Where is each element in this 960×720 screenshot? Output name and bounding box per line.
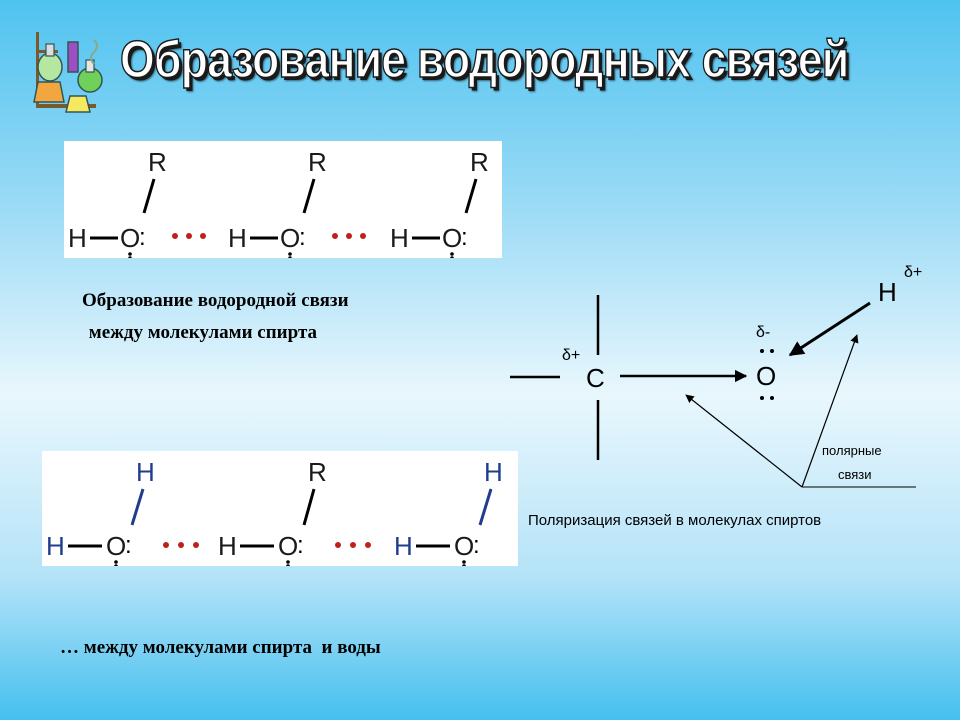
water-bond-3 [478,488,493,526]
r-bond-2 [302,178,316,214]
water-h-top-1: H [136,457,155,487]
molecule-3: R H O : [390,147,489,258]
hbond-dots-2 [332,233,366,239]
polar-label-line1: полярные [822,443,882,458]
chemistry-flasks-icon [33,32,103,113]
oxygen-lone-pair-top-b [770,349,774,353]
water-h-top-3: H [484,457,503,487]
lone-pair-bottom-w2b [286,564,290,566]
lone-pair-2: : [299,224,306,251]
hbond-dot [186,233,192,239]
oxygen-1: O [120,223,140,253]
lone-pair-bottom-1b [128,256,132,258]
hbond-dot [172,233,178,239]
hydrogen-w2: H [218,531,237,561]
hydrogen-charge: δ+ [904,264,922,281]
lone-pair-w1: : [125,532,132,559]
carbon-atom: C [586,363,605,393]
polarization-diagram: δ+ C δ- O H δ+ полярные связи [510,264,922,488]
lone-pair-bottom-3a [450,252,454,256]
hbond-dots-w2 [335,542,371,548]
hydrogen-atom: H [878,277,897,307]
hbond-dot [346,233,352,239]
molecule-2: R H O : [228,147,327,258]
oxygen-lone-pair-top-a [760,349,764,353]
hydrogen-2: H [228,223,247,253]
water-molecule-1: H H O : [46,457,155,566]
r-bond-1 [142,178,156,214]
hbond-dots-1 [172,233,206,239]
lone-pair-w3: : [473,532,480,559]
lone-pair-bottom-w1b [114,564,118,566]
lone-pair-w2: : [297,532,304,559]
h-o-arrow [788,301,871,357]
r-group-1: R [148,147,167,177]
polar-arrow-to-co [685,394,803,488]
polar-label-line2: связи [838,467,872,482]
alcohol-chain-caption-line1: Образование водородной связи [82,290,349,311]
lone-pair-bottom-3b [450,256,454,258]
alcohol-chain-caption-line2: между молекулами спирта [84,322,318,343]
r-group-3: R [470,147,489,177]
hbond-dot [350,542,356,548]
oxygen-lone-pair-bottom-b [770,396,774,400]
hydrogen-3: H [390,223,409,253]
lone-pair-bottom-w1a [114,560,118,564]
polar-arrow-to-oh [801,334,859,488]
r-bond-w2 [302,488,316,526]
alcohol-water-caption: … между молекулами спирта и воды [60,637,381,658]
water-molecule-3: H H O : [394,457,503,566]
alcohol-molecule-2: R H O : [218,457,327,566]
oxygen-w3: O [454,531,474,561]
alcohol-chain-panel: R H O : R H O : [64,141,502,258]
hbond-dot [200,233,206,239]
lone-pair-1: : [139,224,146,251]
lone-pair-3: : [461,224,468,251]
lone-pair-bottom-2a [288,252,292,256]
oxygen-w2: O [278,531,298,561]
hbond-dots-w1 [163,542,199,548]
carbon-charge: δ+ [562,347,580,364]
lone-pair-bottom-w2a [286,560,290,564]
oxygen-charge: δ- [756,324,770,341]
lone-pair-bottom-w3b [462,564,466,566]
hydrogen-1: H [68,223,87,253]
hydrogen-left-1: H [46,531,65,561]
oxygen-2: O [280,223,300,253]
lone-pair-bottom-w3a [462,560,466,564]
hbond-dot [332,233,338,239]
oxygen-atom: O [756,361,776,391]
oxygen-lone-pair-bottom-a [760,396,764,400]
lone-pair-bottom-2b [288,256,292,258]
water-bond-1 [130,488,145,526]
r-group-2: R [308,147,327,177]
hbond-dot [360,233,366,239]
hbond-dot [365,542,371,548]
alcohol-water-panel: H H O : R H O : [42,451,518,566]
slide-title: Образование водородных связей [119,30,849,90]
hbond-dot [193,542,199,548]
r-group-w2: R [308,457,327,487]
molecule-1: R H O : [68,147,167,258]
lone-pair-bottom-1a [128,252,132,256]
hbond-dot [335,542,341,548]
oxygen-w1: O [106,531,126,561]
hbond-dot [178,542,184,548]
polarization-caption: Поляризация связей в молекулах спиртов [528,512,822,529]
r-bond-3 [464,178,478,214]
hydrogen-w3: H [394,531,413,561]
hbond-dot [163,542,169,548]
oxygen-3: O [442,223,462,253]
